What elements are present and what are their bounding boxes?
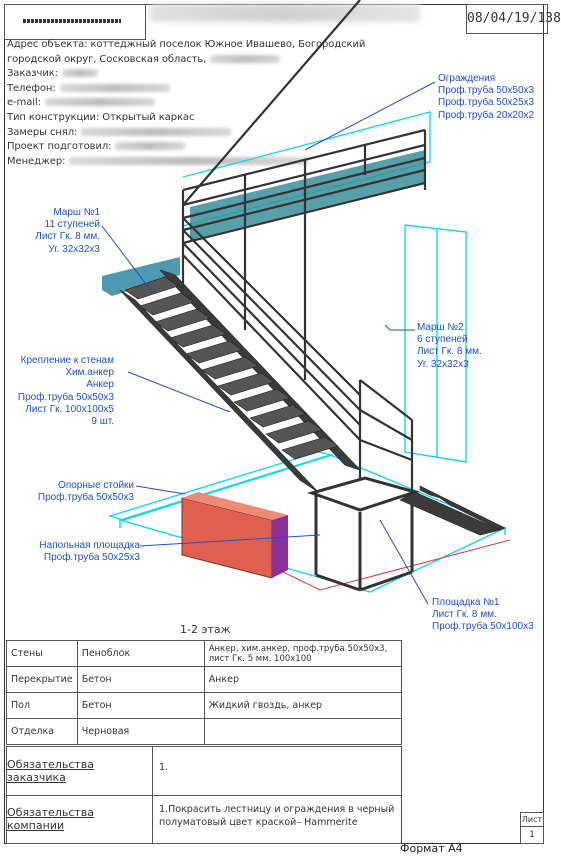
redacted-value xyxy=(81,127,232,136)
table-row: Стены Пеноблок Анкер, хим.анкер, проф.тр… xyxy=(6,640,403,667)
address-line-1: Адрес объекта: коттеджный поселок Южное … xyxy=(7,39,366,50)
callout-wall-mount: Крепление к стенам Хим.анкер Анкер Проф.… xyxy=(17,355,114,428)
project-by-row: Проект подготовил: xyxy=(7,140,365,155)
row-name: Стены xyxy=(6,640,78,667)
row-material: Бетон xyxy=(76,666,205,693)
redacted-value xyxy=(59,83,170,92)
callout-flight-1: Марш №1 11 ступеней Лист Гк. 8 мм. Уг. 3… xyxy=(35,207,100,255)
paper-format: Формат А4 xyxy=(400,842,463,855)
table-row: Пол Бетон Жидкий гвоздь, анкер xyxy=(6,692,403,719)
row-material: Пеноблок xyxy=(76,640,205,667)
row-fastening: Анкер xyxy=(203,666,403,693)
customer-obligations: Обязательства заказчика 1. xyxy=(7,747,401,796)
leader-lines xyxy=(101,81,436,605)
object-info: Адрес объекта: коттеджный поселок Южное … xyxy=(7,38,365,169)
row-fastening: Анкер, хим.анкер, проф.труба 50x50x3, ли… xyxy=(203,640,403,667)
row-fastening: Жидкий гвоздь, анкер xyxy=(203,692,403,719)
floor-platform-side xyxy=(272,515,288,578)
measured-by-row: Замеры снял: xyxy=(7,126,365,141)
row-material: Бетон xyxy=(76,692,205,719)
floor-platform-top xyxy=(182,492,288,520)
company-logo xyxy=(4,4,146,40)
construction-type-row: Тип конструкции: Открытый каркас xyxy=(7,111,195,123)
callout-landing-1: Площадка №1 Лист Гк. 8 мм. Проф.труба 50… xyxy=(432,597,534,633)
table-row: Отделка Черновая xyxy=(6,718,403,745)
redacted-value xyxy=(115,142,186,151)
floor-slab xyxy=(102,257,180,296)
flight-1-steps xyxy=(124,276,339,460)
row-name: Перекрытие xyxy=(6,666,78,693)
redacted-value xyxy=(69,156,310,165)
redacted-value xyxy=(210,54,281,63)
flight-2 xyxy=(399,485,506,536)
address-line-2: городской округ, Сосковская область, xyxy=(7,53,365,68)
railing xyxy=(181,0,427,490)
phone-row: Телефон: xyxy=(7,82,365,97)
customer-row: Заказчик: xyxy=(7,67,365,82)
company-obligations: Обязательства компании 1.Покрасить лестн… xyxy=(7,795,401,843)
spec-table: Стены Пеноблок Анкер, хим.анкер, проф.тр… xyxy=(6,640,403,745)
obligations-block: Обязательства заказчика 1. Обязательства… xyxy=(6,746,402,844)
redacted-value xyxy=(44,98,155,107)
callout-support-posts: Опорные стойки Проф.труба 50x50x3 xyxy=(37,480,134,504)
company-obligations-text: 1.Покрасить лестницу и ограждения в черн… xyxy=(159,804,395,828)
sheet-number-box: Лист 1 xyxy=(520,812,544,844)
customer-obligations-label: Обязательства заказчика xyxy=(7,747,153,795)
table-row: Перекрытие Бетон Анкер xyxy=(6,666,403,693)
callout-flight-2: Марш №2 6 ступеней Лист Гк. 8 мм. Уг. 32… xyxy=(417,322,482,370)
row-fastening xyxy=(203,718,403,745)
landing-1 xyxy=(307,476,421,592)
row-name: Пол xyxy=(6,692,78,719)
staircase-drawing xyxy=(101,0,511,605)
manager-row: Менеджер: xyxy=(7,155,365,170)
email-row: e-mail: xyxy=(7,96,365,111)
redacted-value xyxy=(61,69,98,78)
row-name: Отделка xyxy=(6,718,78,745)
sheet-number: 1 xyxy=(529,830,535,840)
company-obligations-label: Обязательства компании xyxy=(7,795,153,843)
row-material: Черновая xyxy=(76,718,205,745)
customer-obligations-text: 1. xyxy=(159,762,169,773)
callout-railing: Ограждения Проф.труба 50x50x3 Проф.труба… xyxy=(438,73,535,121)
sheet-label: Лист xyxy=(521,813,543,827)
document-number: 08/04/19/138 xyxy=(466,4,561,34)
drawing-caption: 1-2 этаж xyxy=(180,623,231,636)
callout-floor-platform: Напольная площадка Проф.труба 50x25x3 xyxy=(39,540,140,564)
